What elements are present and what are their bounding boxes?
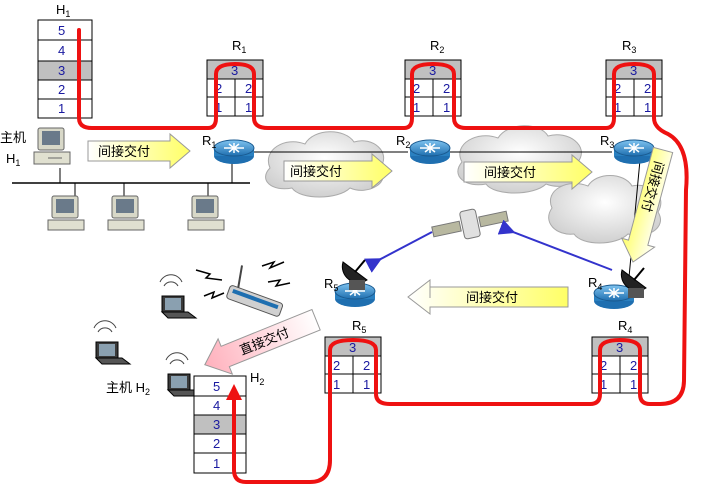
r1-stack-label: R1: [232, 38, 246, 55]
layer-label: 1: [630, 377, 637, 392]
protocol-stack-r2: 3 2 2 1 1: [404, 59, 462, 117]
layer-label: 2: [630, 358, 637, 373]
layer-label: 3: [630, 63, 637, 78]
lightning-icon: [195, 260, 291, 300]
layer-label: 1: [245, 100, 252, 115]
laptop-icon: [93, 320, 132, 365]
layer-label: 1: [58, 101, 65, 116]
indirect-delivery-arrow: 间接交付: [407, 278, 569, 316]
r4-label: R4: [588, 275, 602, 292]
satellite-dish-icon: [341, 259, 368, 290]
arrow-label: 间接交付: [290, 164, 342, 179]
layer-label: 5: [58, 23, 65, 38]
router-icon: [213, 139, 255, 164]
layer-label: 2: [600, 358, 607, 373]
protocol-stack-h1: 5 4 3 2 1: [37, 19, 93, 119]
computer-icon: [187, 195, 225, 231]
indirect-delivery-arrow: 间接交付: [620, 146, 674, 263]
layer-label: 3: [349, 340, 356, 355]
h1-stack-label: H1: [56, 2, 70, 19]
lan-h1: [12, 160, 250, 196]
layer-label: 1: [644, 100, 651, 115]
arrow-label: 间接交付: [466, 290, 518, 305]
computer-icon: [47, 195, 85, 231]
r4-stack-label: R4: [618, 318, 632, 335]
r3-label: R3: [600, 133, 614, 150]
r2-stack-label: R2: [430, 38, 444, 55]
layer-label: 1: [443, 100, 450, 115]
layer-label: 3: [429, 63, 436, 78]
satellite-dish-icon: [620, 267, 647, 298]
layer-label: 2: [333, 358, 340, 373]
layer-label: 2: [443, 81, 450, 96]
r1-label: R1: [202, 133, 216, 150]
layer-label: 1: [333, 377, 340, 392]
layer-label: 2: [245, 81, 252, 96]
indirect-delivery-arrow: 间接交付: [463, 153, 593, 191]
protocol-stack-h2: 5 4 3 2 1: [193, 375, 247, 474]
laptop-icon: [159, 274, 198, 319]
layer-label: 2: [215, 81, 222, 96]
layer-label: 1: [215, 100, 222, 115]
r5-stack-label: R5: [352, 318, 366, 335]
r3-stack-label: R3: [622, 38, 636, 55]
layer-label: 5: [213, 379, 220, 394]
router-icon: [593, 284, 635, 309]
host2-label: 主机 H2: [106, 380, 150, 397]
indirect-delivery-arrow: 间接交付: [87, 132, 191, 170]
computer-icon: [33, 127, 71, 165]
layer-label: 2: [413, 81, 420, 96]
arrow-label: 间接交付: [484, 165, 536, 180]
layer-label: 3: [213, 417, 220, 432]
layer-label: 4: [213, 398, 220, 413]
data-path: [77, 28, 689, 484]
layer-label: 2: [58, 82, 65, 97]
data-path-arrowhead: [226, 384, 242, 400]
cloud-icon: [457, 125, 583, 194]
r5-label: R5: [324, 276, 338, 293]
computer-icon: [107, 195, 145, 231]
layer-label: 4: [58, 43, 65, 58]
layer-label: 1: [600, 377, 607, 392]
indirect-delivery-arrow: 间接交付: [283, 152, 393, 190]
layer-label: 1: [363, 377, 370, 392]
layer-label: 2: [614, 81, 621, 96]
layer-label: 1: [413, 100, 420, 115]
satellite-icon: [431, 208, 509, 240]
layer-label: 3: [58, 63, 65, 78]
layer-label: 2: [213, 436, 220, 451]
arrow-label: 间接交付: [98, 144, 150, 159]
laptop-icon: [165, 352, 204, 397]
satellite-link: [497, 219, 613, 271]
router-icon: [409, 139, 451, 164]
h2-stack-label: H2: [250, 370, 264, 387]
satellite-link: [364, 231, 433, 273]
access-point-icon: [226, 265, 284, 317]
host1-label: 主机: [0, 130, 26, 145]
host1-name: H1: [6, 151, 20, 168]
layer-label: 3: [616, 340, 623, 355]
r2-label: R2: [396, 133, 410, 150]
layer-label: 2: [644, 81, 651, 96]
layer-label: 1: [614, 100, 621, 115]
protocol-stack-r5: 3 2 2 1 1: [324, 336, 382, 394]
router-icon: [613, 139, 655, 164]
layer-label: 2: [363, 358, 370, 373]
direct-delivery-arrow: 直接交付: [204, 308, 321, 375]
layer-label: 3: [231, 63, 238, 78]
layer-label: 1: [213, 456, 220, 471]
